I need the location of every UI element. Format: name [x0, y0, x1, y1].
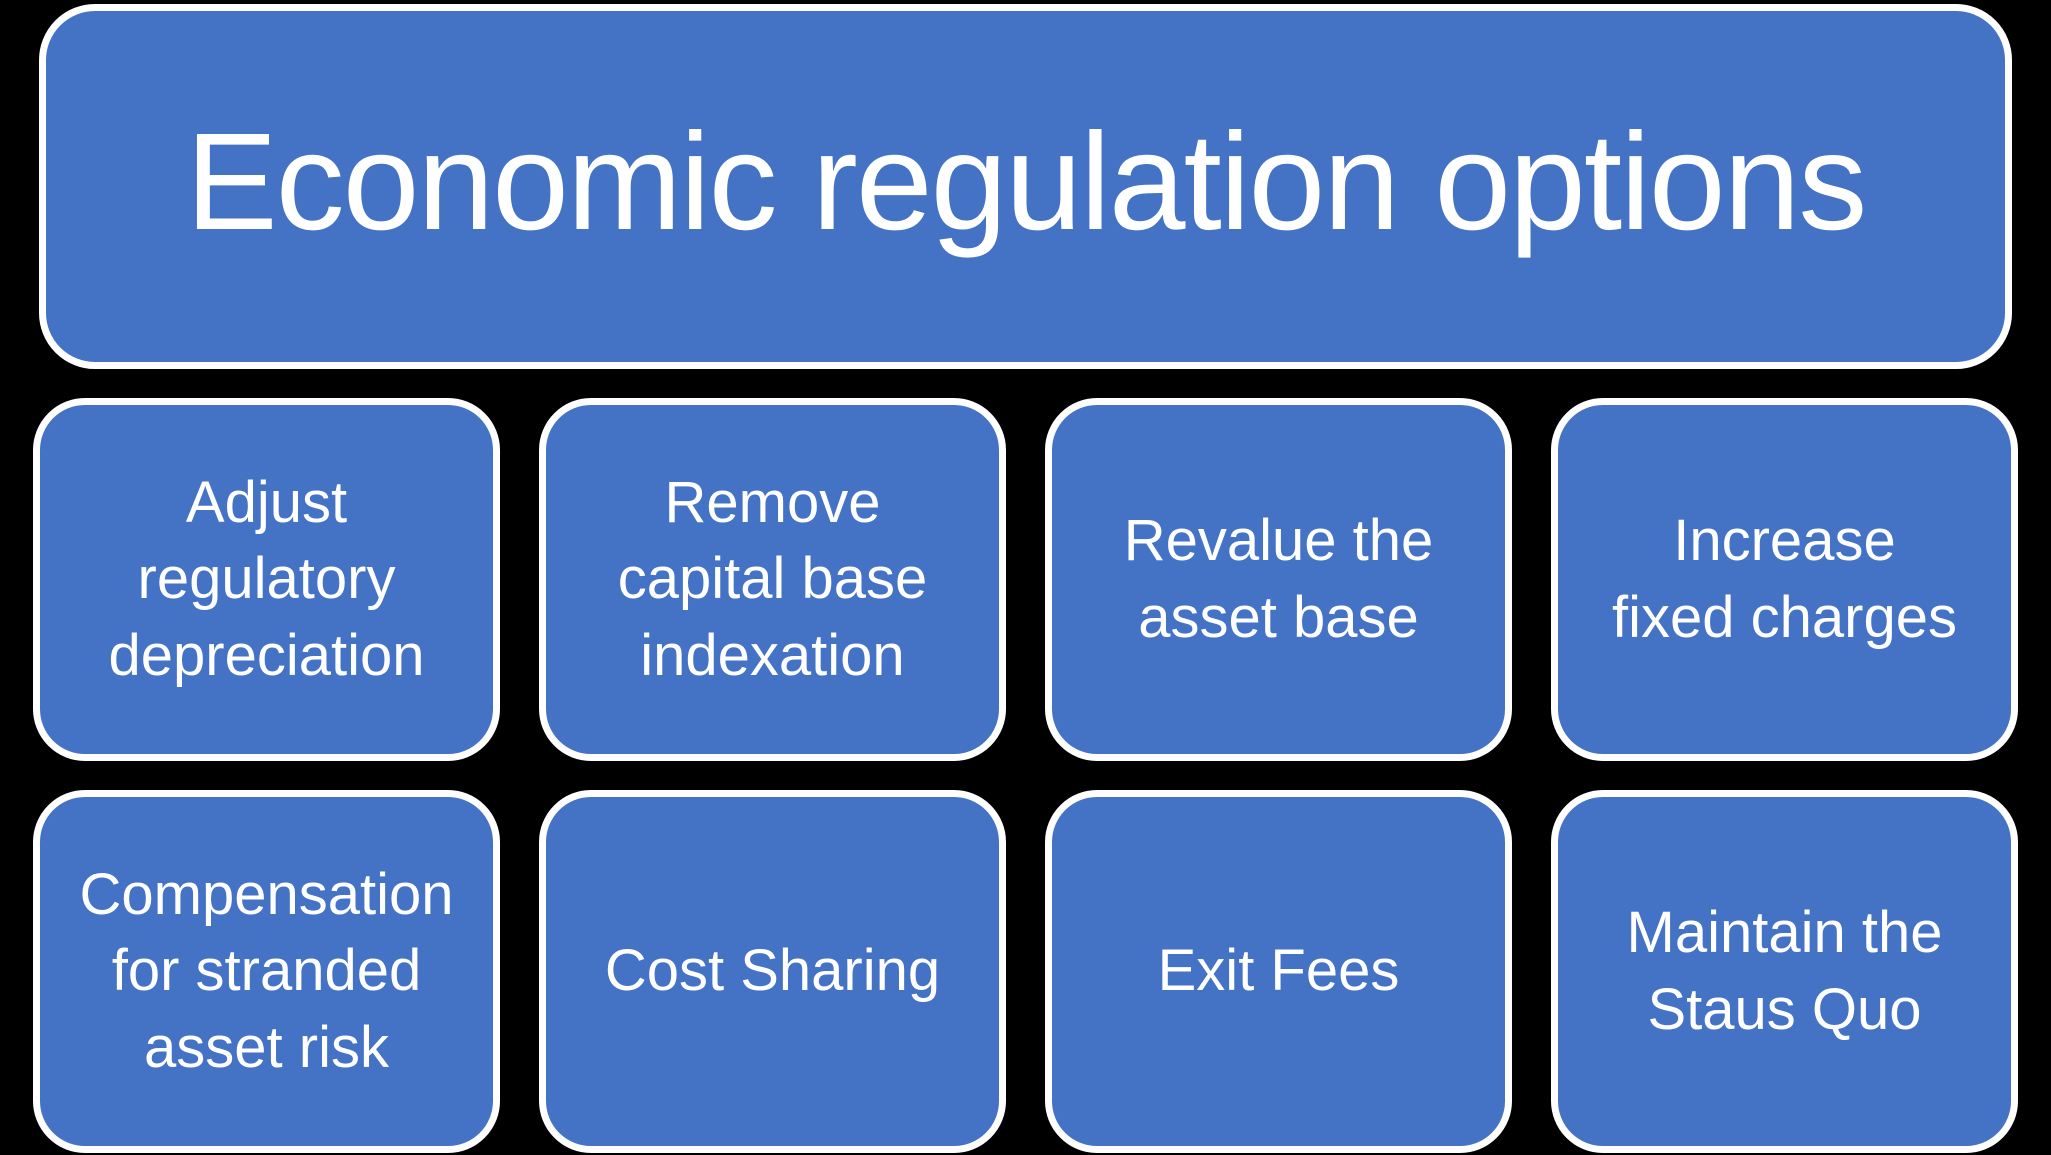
- option-label: Increase fixed charges: [1612, 507, 1957, 650]
- option-box-exit-fees: Exit Fees: [1045, 790, 1512, 1153]
- title-banner: Economic regulation options: [39, 4, 2012, 369]
- option-box-cost-sharing: Cost Sharing: [539, 790, 1006, 1153]
- option-box-maintain-status-quo: Maintain the Staus Quo: [1551, 790, 2018, 1153]
- option-label: Adjust regulatory depreciation: [108, 469, 425, 688]
- option-label: Cost Sharing: [604, 938, 941, 1004]
- option-label: Revalue the asset base: [1123, 507, 1434, 650]
- option-label: Compensation for stranded asset risk: [79, 861, 454, 1080]
- diagram-title: Economic regulation options: [185, 104, 1868, 259]
- option-box-increase-fixed-charges: Increase fixed charges: [1551, 398, 2018, 761]
- option-box-revalue-asset-base: Revalue the asset base: [1045, 398, 1512, 761]
- options-row-2: Compensation for stranded asset risk Cos…: [33, 790, 2018, 1153]
- options-row-1: Adjust regulatory depreciation Remove ca…: [33, 398, 2018, 761]
- option-box-compensation-stranded-asset-risk: Compensation for stranded asset risk: [33, 790, 500, 1153]
- option-box-remove-capital-base-indexation: Remove capital base indexation: [539, 398, 1006, 761]
- option-label: Exit Fees: [1157, 938, 1400, 1004]
- option-label: Remove capital base indexation: [617, 469, 928, 688]
- option-label: Maintain the Staus Quo: [1626, 899, 1943, 1042]
- option-box-adjust-regulatory-depreciation: Adjust regulatory depreciation: [33, 398, 500, 761]
